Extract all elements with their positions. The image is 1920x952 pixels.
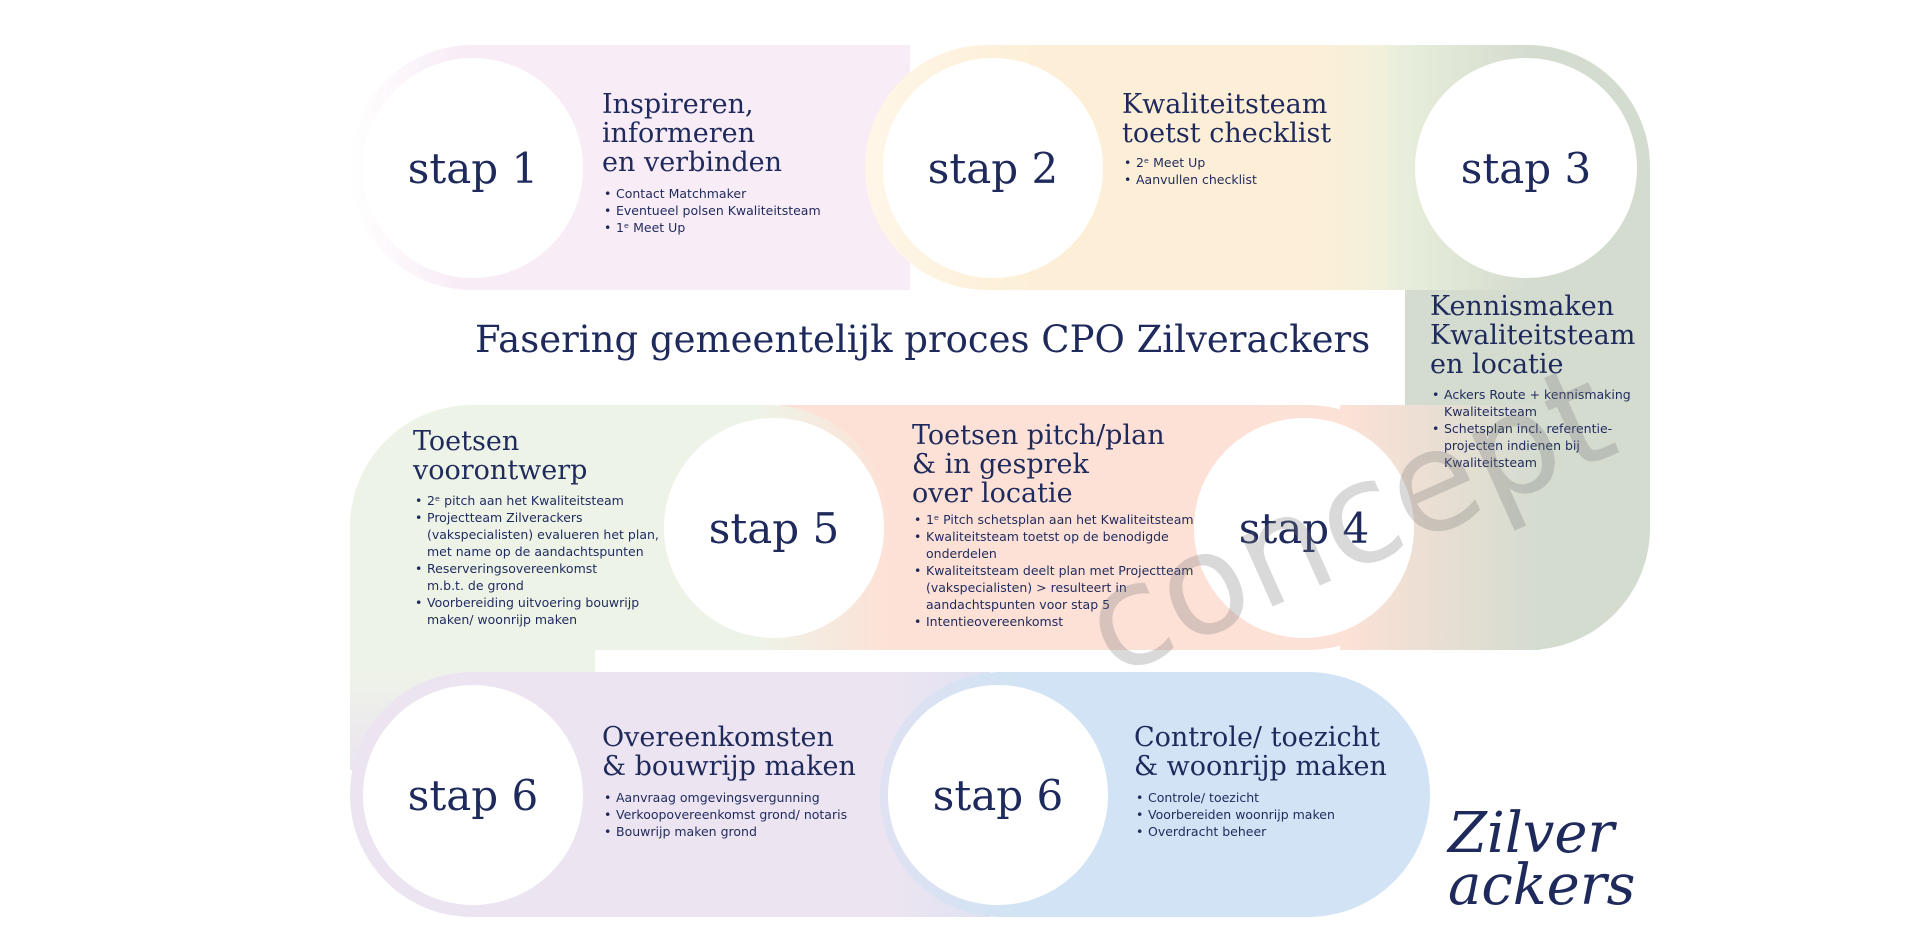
step-2-bullets: 2ᵉ Meet Up Aanvullen checklist	[1124, 154, 1257, 188]
list-item: Eventueel polsen Kwaliteitsteam	[604, 202, 821, 219]
step-1-label: stap 1	[407, 143, 539, 193]
list-item: Aanvullen checklist	[1124, 171, 1257, 188]
step-5-label: stap 5	[708, 503, 840, 553]
step-4-bullets: 1ᵉ Pitch schetsplan aan het Kwaliteitste…	[914, 511, 1194, 630]
step-3-heading: Kennismaken Kwaliteitsteam en locatie	[1430, 291, 1636, 380]
step-6a-bullets: Aanvraag omgevingsvergunning Verkoopover…	[604, 789, 847, 840]
list-item: Aanvraag omgevingsvergunning	[604, 789, 847, 806]
step-6a-circle: stap 6	[363, 685, 583, 905]
step-5-heading: Toetsen voorontwerp	[413, 426, 588, 486]
step-3-label: stap 3	[1460, 143, 1592, 193]
list-item: Controle/ toezicht	[1136, 789, 1335, 806]
list-item: Voorbereiden woonrijp maken	[1136, 806, 1335, 823]
step-3-circle: stap 3	[1415, 58, 1637, 278]
list-item: Verkoopovereenkomst grond/ notaris	[604, 806, 847, 823]
zilverackers-logo: Zilver ackers	[1448, 801, 1636, 918]
list-item: Ackers Route + kennismaking Kwaliteitste…	[1432, 386, 1631, 420]
logo-line-1: Zilver	[1448, 801, 1615, 866]
page-title: Fasering gemeentelijk proces CPO Zilvera…	[475, 318, 1371, 361]
step-4-heading: Toetsen pitch/plan & in gesprek over loc…	[912, 420, 1165, 509]
list-item: 2ᵉ pitch aan het Kwaliteitsteam	[415, 492, 659, 509]
step-5-bullets: 2ᵉ pitch aan het Kwaliteitsteam Projectt…	[415, 492, 659, 628]
step-6b-circle: stap 6	[888, 685, 1108, 905]
list-item: Kwaliteitsteam toetst op de benodigde on…	[914, 528, 1194, 562]
step-5-circle: stap 5	[664, 418, 884, 638]
step-6a-label: stap 6	[407, 770, 539, 820]
step-1-heading: Inspireren, informeren en verbinden	[602, 89, 783, 178]
step-4-circle: stap 4	[1194, 418, 1414, 638]
logo-line-2: ackers	[1448, 853, 1636, 918]
step-4-label: stap 4	[1238, 503, 1370, 553]
list-item: Contact Matchmaker	[604, 185, 821, 202]
step-6b-heading: Controle/ toezicht & woonrijp maken	[1134, 722, 1387, 782]
list-item: 2ᵉ Meet Up	[1124, 154, 1257, 171]
list-item: Schetsplan incl. referentie- projecten i…	[1432, 420, 1631, 471]
list-item: 1ᵉ Pitch schetsplan aan het Kwaliteitste…	[914, 511, 1194, 528]
list-item: Bouwrijp maken grond	[604, 823, 847, 840]
step-2-circle: stap 2	[883, 58, 1103, 278]
list-item: Voorbereiding uitvoering bouwrijp maken/…	[415, 594, 659, 628]
list-item: 1ᵉ Meet Up	[604, 219, 821, 236]
step-6b-label: stap 6	[932, 770, 1064, 820]
step-3-bullets: Ackers Route + kennismaking Kwaliteitste…	[1432, 386, 1631, 471]
list-item: Intentieovereenkomst	[914, 613, 1194, 630]
step-6b-bullets: Controle/ toezicht Voorbereiden woonrijp…	[1136, 789, 1335, 840]
step-1-bullets: Contact Matchmaker Eventueel polsen Kwal…	[604, 185, 821, 236]
step-2-label: stap 2	[927, 143, 1059, 193]
step-1-circle: stap 1	[363, 58, 583, 278]
list-item: Projectteam Zilverackers (vakspecialiste…	[415, 509, 659, 560]
step-6a-heading: Overeenkomsten & bouwrijp maken	[602, 722, 856, 782]
list-item: Overdracht beheer	[1136, 823, 1335, 840]
step-2-heading: Kwaliteitsteam toetst checklist	[1122, 89, 1332, 149]
list-item: Kwaliteitsteam deelt plan met Projecttea…	[914, 562, 1194, 613]
list-item: Reserveringsovereenkomst m.b.t. de grond	[415, 560, 659, 594]
